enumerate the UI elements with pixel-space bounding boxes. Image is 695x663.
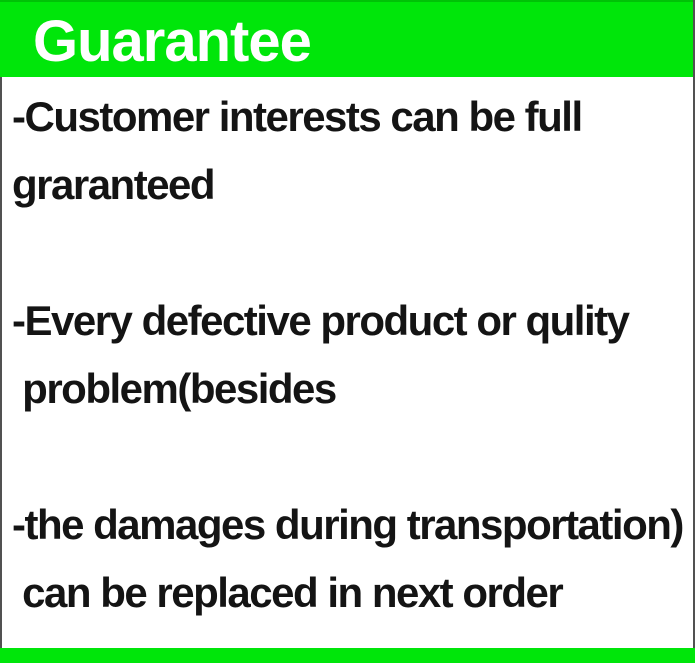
guarantee-text-block: -Customer interests can be full grarante… <box>0 77 693 648</box>
header-bar: Guarantee <box>0 0 693 77</box>
paragraph-customer-interests: -Customer interests can be full grarante… <box>12 83 685 219</box>
paragraph-defective-product: -Every defective product or qulity probl… <box>12 287 685 423</box>
text-line: -the damages during transportation) <box>12 501 684 548</box>
text-line: problem(besides <box>12 365 337 412</box>
paragraph-transport-damage: -the damages during transportation) can … <box>12 491 685 627</box>
text-line: can be replaced in next order <box>12 569 564 616</box>
text-line: -Every defective product or qulity <box>12 297 630 344</box>
text-line: -Customer interests can be full <box>12 93 583 140</box>
page-title: Guarantee <box>33 9 312 74</box>
banner-content: Guarantee -Customer interests can be ful… <box>0 0 695 648</box>
footer-bar <box>0 648 695 663</box>
text-line: graranteed <box>12 161 216 208</box>
